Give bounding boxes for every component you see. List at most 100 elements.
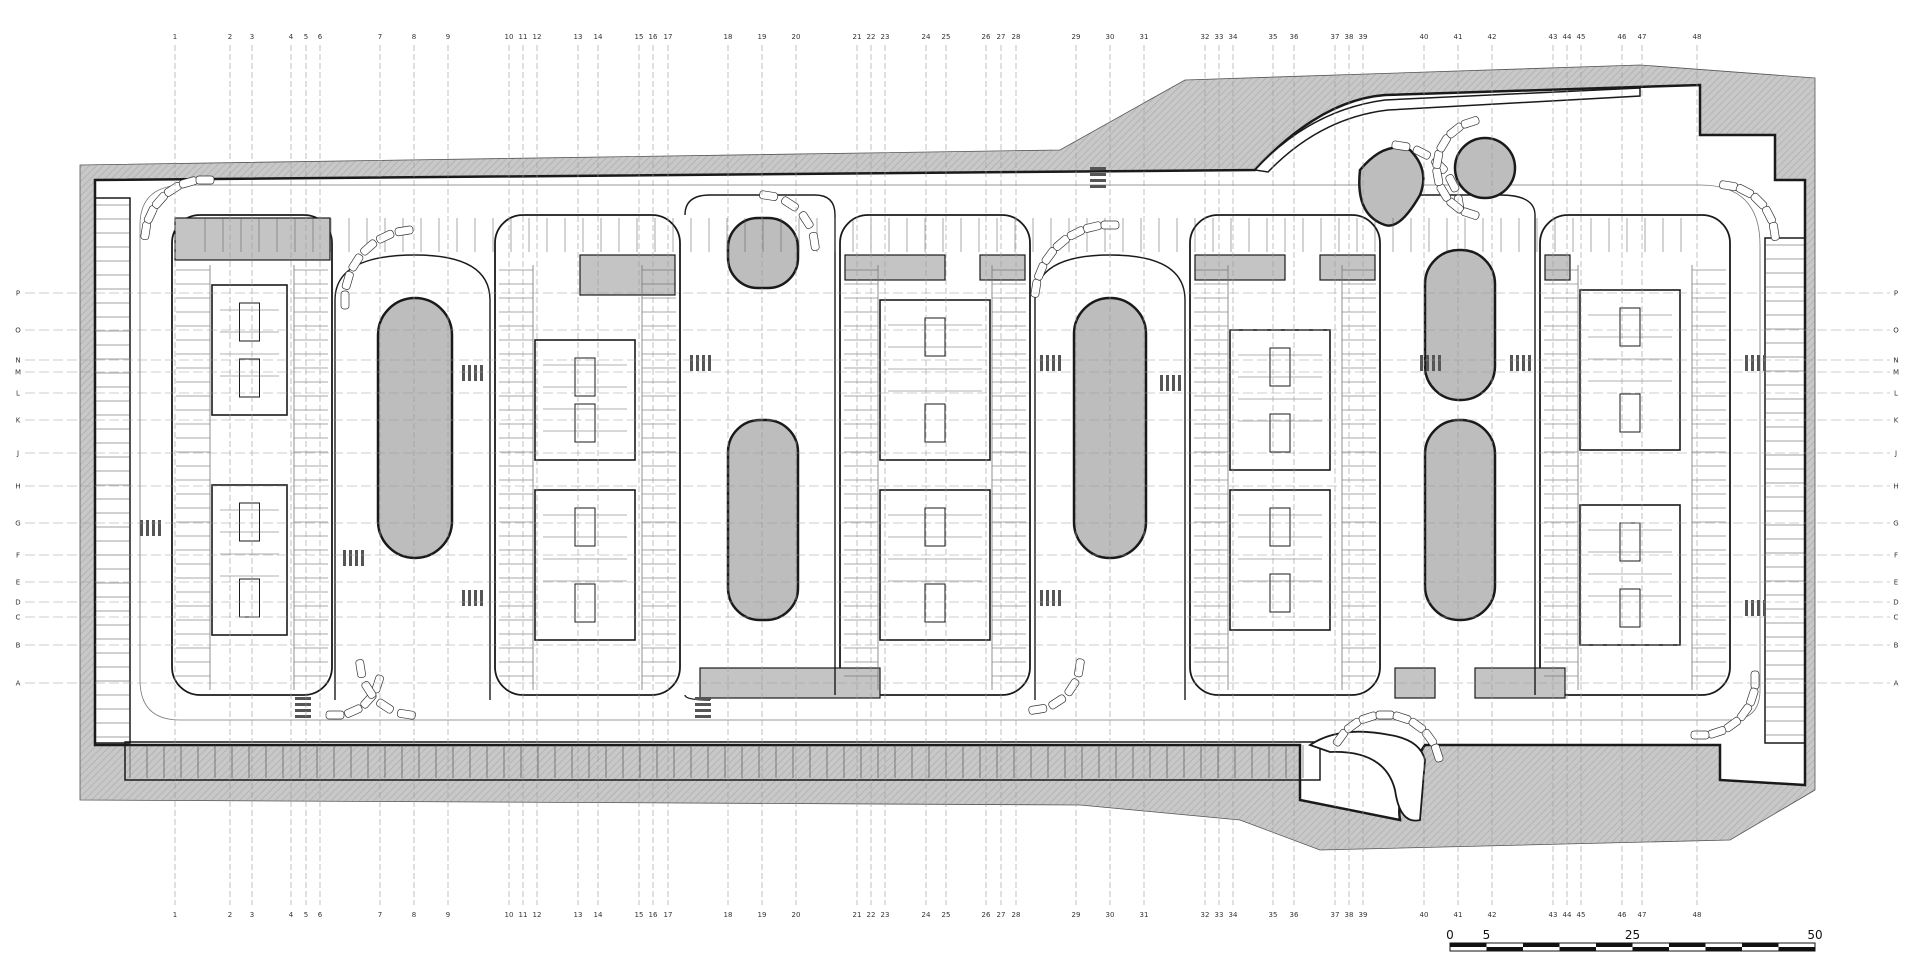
grid-col-label: 23	[881, 911, 890, 919]
grid-col-label: 37	[1331, 911, 1340, 919]
perimeter-parking-bottom	[129, 745, 1304, 778]
grid-col-label: 29	[1072, 33, 1081, 41]
crosswalk-stripe	[695, 709, 711, 712]
grid-col-label: 9	[446, 33, 450, 41]
grid-col-label: 39	[1359, 33, 1368, 41]
crosswalk-stripe	[1745, 600, 1748, 616]
grid-col-label: 20	[792, 911, 801, 919]
crosswalk-stripe	[480, 365, 483, 381]
grid-col-label: 36	[1290, 911, 1299, 919]
scale-bar-segment	[1559, 947, 1596, 951]
grid-row-label: O	[1893, 327, 1899, 335]
crosswalk-stripe	[1426, 355, 1429, 371]
crosswalk-stripe	[462, 365, 465, 381]
grid-col-label: 15	[635, 911, 644, 919]
grid-col-label: 4	[289, 911, 294, 919]
scale-bar-segment	[1742, 943, 1779, 947]
car	[195, 175, 215, 185]
crosswalk-stripe	[1052, 590, 1055, 606]
grid-row-label: D	[15, 599, 20, 607]
grid-row-label: M	[1893, 369, 1899, 377]
crosswalk-stripe	[152, 520, 155, 536]
car	[1431, 743, 1444, 763]
grid-col-label: 10	[505, 911, 514, 919]
grid-col-label: 43	[1549, 911, 1558, 919]
car	[394, 225, 414, 237]
car	[1769, 221, 1780, 241]
car	[1412, 145, 1431, 160]
perimeter-strip-left	[94, 197, 131, 744]
grid-row-label: A	[1894, 680, 1899, 688]
crosswalk-stripe	[1757, 600, 1760, 616]
car	[360, 239, 378, 256]
grid-row-label: O	[15, 327, 21, 335]
crosswalk-stripe	[474, 365, 477, 381]
grid-col-label: 22	[867, 911, 876, 919]
stair-box	[1269, 507, 1291, 547]
grid-row-label: G	[15, 520, 20, 528]
stair-box	[574, 507, 596, 547]
grid-row-label: F	[16, 552, 20, 560]
crosswalk-stripe	[295, 703, 311, 706]
car	[375, 229, 395, 244]
car	[1391, 140, 1411, 152]
crosswalk-stripe	[140, 520, 143, 536]
interior-parking-stalls	[176, 218, 1726, 690]
grid-col-label: 20	[792, 33, 801, 41]
grid-col-label: 7	[378, 33, 382, 41]
grid-col-label: 6	[318, 33, 323, 41]
grid-row-label: A	[16, 680, 21, 688]
grid-row-label: L	[16, 390, 20, 398]
grid-row-label: M	[15, 369, 21, 377]
grid-col-label: 15	[635, 33, 644, 41]
car	[361, 681, 377, 699]
scale-bar-segment	[1523, 943, 1560, 947]
crosswalk-stripe	[1751, 600, 1754, 616]
scale-bar-label: 5	[1483, 928, 1491, 942]
grid-row-label: N	[1893, 357, 1898, 365]
grid-col-label: 5	[304, 33, 308, 41]
grid-col-label: 48	[1693, 911, 1702, 919]
crosswalk-stripe	[1745, 355, 1748, 371]
crosswalk-stripe	[1522, 355, 1525, 371]
grid-col-label: 5	[304, 911, 308, 919]
crosswalk-stripe	[146, 520, 149, 536]
grid-col-label: 24	[922, 911, 931, 919]
car	[1028, 704, 1048, 715]
grid-col-label: 46	[1618, 33, 1627, 41]
grid-col-label: 3	[250, 33, 254, 41]
crosswalk-stripe	[1528, 355, 1531, 371]
grid-col-label: 4	[289, 33, 294, 41]
grid-col-label: 1	[173, 33, 177, 41]
grid-col-label: 11	[519, 911, 528, 919]
crosswalk-stripe	[1763, 600, 1766, 616]
grid-col-label: 31	[1140, 911, 1149, 919]
grid-col-label: 8	[412, 33, 416, 41]
crosswalk-stripe	[708, 355, 711, 371]
car	[348, 253, 364, 272]
grid-col-label: 48	[1693, 33, 1702, 41]
grid-col-label: 25	[942, 33, 951, 41]
car	[325, 710, 345, 720]
car	[340, 290, 350, 310]
grid-col-label: 39	[1359, 911, 1368, 919]
core-outline	[1229, 489, 1331, 631]
crosswalk-stripe	[1040, 355, 1043, 371]
crosswalk-stripe	[696, 355, 699, 371]
car	[759, 190, 779, 201]
grid-col-label: 41	[1454, 33, 1463, 41]
stair-box	[924, 583, 946, 623]
crosswalk-stripe	[695, 715, 711, 718]
crosswalk-stripe	[1166, 375, 1169, 391]
car	[344, 704, 363, 718]
crosswalk-stripe	[480, 590, 483, 606]
scale-bar-segment	[1778, 947, 1815, 951]
grid-col-label: 22	[867, 33, 876, 41]
grid-row-label: E	[1894, 579, 1898, 587]
car	[1074, 658, 1085, 678]
car	[355, 659, 366, 679]
grid-col-label: 8	[412, 911, 416, 919]
scale-bar-label: 0	[1446, 928, 1454, 942]
car	[1460, 116, 1480, 129]
crosswalk-stripe	[1516, 355, 1519, 371]
